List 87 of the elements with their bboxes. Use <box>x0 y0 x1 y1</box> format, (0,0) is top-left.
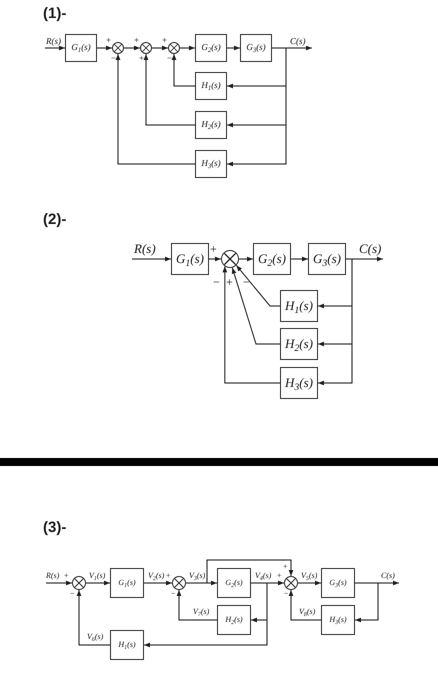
transfer-function-block: G$_{2}$(s) <box>253 243 291 275</box>
transfer-function-block: H$_{2}$(s) <box>195 111 227 139</box>
signal-label: R(s) <box>133 242 157 255</box>
transfer-function-block: H$_{2}$(s) <box>217 605 251 635</box>
signal-arrow <box>236 264 280 306</box>
sign-label: + <box>283 563 288 571</box>
signal-label: V$_{8}$(s) <box>298 608 316 616</box>
signal-arrow <box>44 46 66 50</box>
transfer-function-block: G$_{1}$(s) <box>110 568 144 598</box>
sign-label: + <box>166 572 171 580</box>
signal-arrow <box>152 46 168 50</box>
transfer-function-block: H$_{3}$(s) <box>321 605 355 635</box>
transfer-function-block: G$_{1}$(s) <box>171 243 209 275</box>
transfer-function-block: G$_{2}$(s) <box>217 568 251 598</box>
problem-number: (3)- <box>43 520 66 535</box>
sign-label: − <box>171 590 176 598</box>
signal-arrow <box>222 266 280 384</box>
signal-label: V$_{7}$(s) <box>192 608 210 616</box>
transfer-function-block: G$_{2}$(s) <box>195 34 227 62</box>
sign-label: + <box>139 54 144 63</box>
signal-arrow <box>238 256 254 262</box>
signal-arrow <box>96 46 112 50</box>
sign-label: − <box>70 590 75 598</box>
signal-arrow <box>46 580 72 586</box>
sign-label: − <box>213 276 220 288</box>
transfer-function-block: G$_{3}$(s) <box>240 34 272 62</box>
problem-number: (2)- <box>43 212 66 227</box>
sign-label: + <box>162 36 168 45</box>
signal-arrow <box>226 46 240 50</box>
signal-label: C(s) <box>358 242 382 255</box>
signal-arrow <box>186 560 294 584</box>
summing-junction <box>140 42 152 54</box>
sign-label: + <box>210 243 217 255</box>
transfer-function-block: G$_{3}$(s) <box>321 568 355 598</box>
sign-label: + <box>64 572 69 580</box>
signal-arrow <box>144 580 172 586</box>
summing-junction <box>172 576 186 590</box>
transfer-function-block: H$_{1}$(s) <box>110 630 144 660</box>
summing-junction <box>72 576 86 590</box>
signal-arrow <box>354 582 378 622</box>
sign-label: + <box>226 276 233 288</box>
signal-label: C(s) <box>289 37 306 46</box>
signal-label: V$_{4}$(s) <box>254 572 272 580</box>
signal-arrow <box>76 590 110 646</box>
transfer-function-block: H$_{3}$(s) <box>280 367 318 399</box>
signal-arrow <box>208 256 222 262</box>
summing-junction <box>221 250 239 268</box>
problem-number: (1)- <box>43 6 66 21</box>
sign-label: − <box>111 54 116 63</box>
signal-arrow <box>124 46 140 50</box>
signal-arrow <box>318 258 352 386</box>
transfer-function-block: H$_{3}$(s) <box>195 150 227 178</box>
sign-label: + <box>134 36 140 45</box>
signal-label: R(s) <box>45 572 60 580</box>
signal-label: R(s) <box>45 37 62 46</box>
signal-arrow <box>144 54 196 126</box>
signal-arrow <box>116 54 196 164</box>
transfer-function-block: H$_{1}$(s) <box>195 72 227 100</box>
sign-label: − <box>243 276 250 288</box>
signal-arrow <box>288 590 322 620</box>
signal-arrow <box>86 580 110 586</box>
signal-arrow <box>290 256 308 262</box>
signal-label: V$_{6}$(s) <box>86 633 104 641</box>
signal-label: V$_{5}$(s) <box>300 572 318 580</box>
sign-label: − <box>284 590 289 598</box>
signal-label: V$_{2}$(s) <box>147 572 166 580</box>
signal-arrow <box>232 267 280 344</box>
transfer-function-block: G$_{1}$(s) <box>65 34 97 62</box>
signal-arrow <box>298 580 322 586</box>
transfer-function-block: G$_{3}$(s) <box>308 243 346 275</box>
signal-arrow <box>172 54 196 86</box>
signal-arrow <box>144 582 268 648</box>
signal-arrow <box>132 256 172 262</box>
sign-label: + <box>277 572 282 580</box>
signal-label: V$_{3}$(s) <box>188 572 206 580</box>
signal-arrow <box>176 590 218 620</box>
signal-arrow <box>180 46 196 50</box>
transfer-function-block: H$_{1}$(s) <box>280 290 318 322</box>
summing-junction <box>168 42 180 54</box>
signal-label: V$_{1}$(s) <box>88 572 106 580</box>
sign-label: + <box>106 36 112 45</box>
signal-arrow <box>226 48 286 166</box>
sign-label: − <box>167 54 172 63</box>
signal-label: C(s) <box>380 572 396 580</box>
summing-junction <box>284 576 298 590</box>
summing-junction <box>112 42 124 54</box>
transfer-function-block: H$_{2}$(s) <box>280 328 318 360</box>
